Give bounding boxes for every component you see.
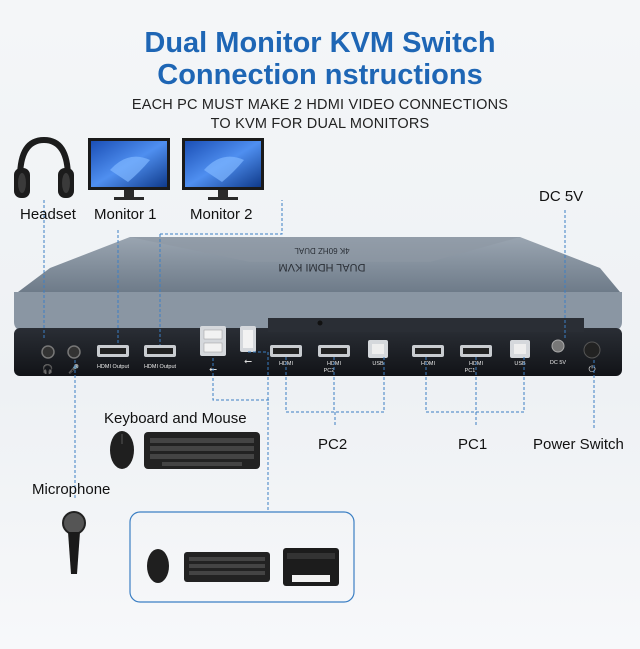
- port-label-pc1-hdmi-a: HDMI: [421, 361, 436, 367]
- subtitle-line-2: TO KVM FOR DUAL MONITORS: [210, 116, 430, 132]
- label-pc2: PC2: [318, 436, 348, 453]
- mouse-icon: [110, 431, 134, 469]
- label-monitor-1: Monitor 1: [94, 206, 157, 223]
- port-label-pc2-usb: USB: [372, 361, 384, 367]
- port-label-dc: DC 5V: [550, 360, 567, 366]
- label-power-switch: Power Switch: [533, 436, 624, 453]
- port-label-pc1-usb: USB: [514, 361, 526, 367]
- port-label-hdmi-output-1: HDMI Output: [97, 364, 130, 370]
- label-keyboard-mouse: Keyboard and Mouse: [104, 410, 247, 427]
- microphone-icon: [62, 511, 86, 574]
- microphone-symbol-icon: 🎤: [68, 363, 79, 374]
- label-dc-5v: DC 5V: [539, 188, 584, 205]
- kvm-device: DUAL HDMI KVM 4K 60HZ DUAL: [14, 237, 622, 376]
- connector-lines: [43, 200, 595, 512]
- label-headset: Headset: [20, 206, 76, 223]
- headset-jack: [41, 345, 55, 359]
- device-top-text-1: DUAL HDMI KVM: [279, 261, 366, 273]
- label-monitor-2: Monitor 2: [190, 206, 253, 223]
- peripheral-box: [129, 511, 355, 603]
- title-line-2: Connection nstructions: [157, 59, 483, 91]
- label-microphone: Microphone: [32, 481, 111, 498]
- monitor-1-icon: [88, 138, 170, 200]
- keyboard-icon: [144, 432, 260, 469]
- subtitle-line-1: EACH PC MUST MAKE 2 HDMI VIDEO CONNECTIO…: [131, 97, 509, 113]
- printer-icon: [283, 548, 339, 586]
- headset-icon: [14, 136, 74, 198]
- power-switch: [583, 341, 601, 359]
- usb-symbol-icon-2: ⭠: [244, 356, 252, 367]
- port-label-hdmi-output-2: HDMI Output: [144, 364, 177, 370]
- port-label-pc1-group: PC1: [465, 368, 476, 374]
- dc-port: [551, 339, 565, 353]
- peripheral-keyboard-icon: [184, 552, 270, 582]
- peripheral-mouse-icon: [147, 549, 169, 583]
- microphone-jack: [67, 345, 81, 359]
- label-pc1: PC1: [458, 436, 488, 453]
- device-top-text-2: 4K 60HZ DUAL: [294, 246, 350, 255]
- headset-symbol-icon: 🎧: [42, 363, 53, 374]
- power-symbol-icon: ⏻: [588, 364, 595, 374]
- monitor-2-icon: [182, 138, 264, 200]
- title-line-1: Dual Monitor KVM Switch: [144, 27, 496, 59]
- port-label-pc2-group: PC2: [324, 368, 335, 374]
